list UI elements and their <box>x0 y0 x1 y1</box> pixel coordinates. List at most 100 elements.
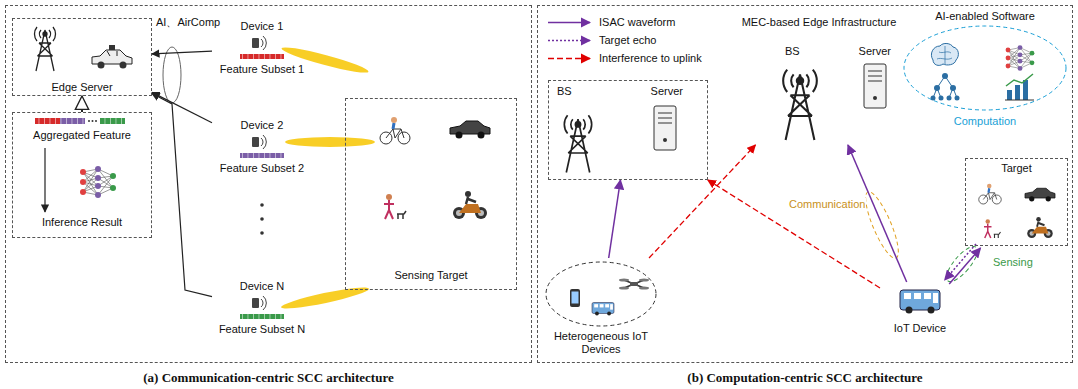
feature-bar-cells <box>240 314 284 319</box>
cyclist-icon <box>979 184 1002 204</box>
flow-arrow <box>44 148 45 212</box>
device-node: Device 1 Feature Subset 1 <box>212 18 312 80</box>
legend-swatch <box>548 40 590 42</box>
feature-bar <box>100 118 125 124</box>
node-label: BS <box>785 45 800 58</box>
tower-icon <box>564 115 591 172</box>
mec-infrastructure: MEC-based Edge InfrastructureBS Server <box>733 10 905 145</box>
feature-bar <box>240 153 284 158</box>
ellipse-outline <box>902 6 1068 130</box>
node-label: Sensing Target <box>348 269 514 282</box>
node-label: Feature Subset 1 <box>214 63 310 76</box>
node-label: Server <box>859 45 891 58</box>
bus-icon <box>900 290 940 314</box>
feature-bar-cells <box>240 153 284 158</box>
node-label: Feature Subset 2 <box>214 162 310 175</box>
device-icon <box>252 36 266 50</box>
legend-swatch <box>548 58 590 60</box>
connector-arrow <box>708 180 880 288</box>
ellipsis-dot <box>88 120 90 122</box>
node-label: Heterogeneous IoT Devices <box>546 330 656 356</box>
connector-arrow <box>649 145 755 258</box>
bus-icon <box>592 303 614 316</box>
tower-icon <box>34 27 55 71</box>
node-label: BS <box>557 85 572 98</box>
node-label: Target <box>968 162 1065 175</box>
connector-arrow <box>81 96 83 112</box>
ellipsis-dot <box>260 203 264 207</box>
neural-network-icon <box>1006 45 1035 71</box>
node-label: Computation <box>904 115 1066 128</box>
sensing-ellipse <box>942 242 983 286</box>
ellipse-outline <box>546 262 656 326</box>
pedestrian-icon <box>984 219 1001 238</box>
motorcycle-icon <box>453 191 487 219</box>
edge-server-box: Edge Server <box>12 18 152 96</box>
feature-bar-cells <box>35 118 125 124</box>
iot-device-node: IoT Device <box>880 282 960 344</box>
node-label: Server <box>651 85 683 98</box>
server-icon <box>654 106 676 150</box>
connector-arrow <box>152 92 212 122</box>
inference-box: Aggregated FeatureInference Result <box>12 112 152 238</box>
aircomp-ellipse <box>163 47 181 103</box>
target-box: Target <box>965 158 1068 246</box>
legend-text: Target echo <box>598 34 657 47</box>
panel-frame: (a) Communication-centric SCC architectu… <box>5 5 532 363</box>
ellipsis-dot <box>260 217 264 221</box>
node-label: AI-enabled Software <box>904 10 1066 23</box>
feature-bar <box>35 118 60 124</box>
legend-item: ISAC waveform <box>598 16 676 29</box>
feature-bar <box>240 54 284 59</box>
neural-network-icon <box>80 166 116 198</box>
node-label: Device 2 <box>214 119 310 132</box>
feature-bar <box>60 118 85 124</box>
annotation: AI、AirComp <box>155 16 221 29</box>
server-icon <box>864 64 886 108</box>
motorcycle-icon <box>1027 217 1053 238</box>
annotation-text: AI、AirComp <box>155 16 221 29</box>
connector-arrow <box>152 51 212 54</box>
phone-icon <box>570 289 580 307</box>
node-label: IoT Device <box>882 322 958 335</box>
ellipsis-dot <box>92 120 94 122</box>
car-icon <box>450 121 490 139</box>
legend-item: Target echo <box>598 34 657 47</box>
connector-arrow <box>609 180 621 258</box>
chart-icon <box>1005 74 1034 100</box>
legend-text: Interference to uplink <box>598 52 703 65</box>
sensing-target-box: Sensing Target <box>345 98 517 290</box>
tree-icon <box>931 73 960 101</box>
node-label: MEC-based Edge Infrastructure <box>735 16 903 29</box>
device-group-ellipse: Heterogeneous IoT Devices <box>544 258 658 360</box>
connector-arrow <box>848 145 907 282</box>
bs-server-box: BS Server <box>548 80 708 180</box>
annotation: Communication <box>788 198 866 211</box>
connector-arrow <box>152 94 212 297</box>
figure-caption: (a) Communication-centric SCC architectu… <box>8 370 529 385</box>
node-label: Device 1 <box>214 20 310 33</box>
device-node: Device 2 Feature Subset 2 <box>212 117 312 179</box>
connector-arrow <box>949 248 980 284</box>
software-ellipse: AI-enabled SoftwareComputation <box>902 6 1068 130</box>
node-label: Feature Subset N <box>214 323 310 336</box>
device-node: Device NFeature Subset N <box>212 278 312 340</box>
sensing-beam <box>285 137 375 147</box>
car-icon <box>1025 188 1055 201</box>
pedestrian-icon <box>384 194 406 219</box>
legend-text: ISAC waveform <box>598 16 676 29</box>
node-label: Edge Server <box>15 81 149 94</box>
drone-icon <box>619 279 649 290</box>
node-label: Aggregated Feature <box>15 129 149 142</box>
legend-item: Interference to uplink <box>598 52 703 65</box>
brain-icon <box>931 43 958 65</box>
annotation-text: Communication <box>788 198 866 211</box>
cyclist-icon <box>380 117 410 144</box>
node-label: Inference Result <box>15 216 149 229</box>
connector-arrow <box>945 244 976 280</box>
device-icon <box>252 135 266 149</box>
device-icon <box>252 296 266 310</box>
annotation-text: Sensing <box>992 256 1034 269</box>
ellipsis-dot <box>260 231 264 235</box>
